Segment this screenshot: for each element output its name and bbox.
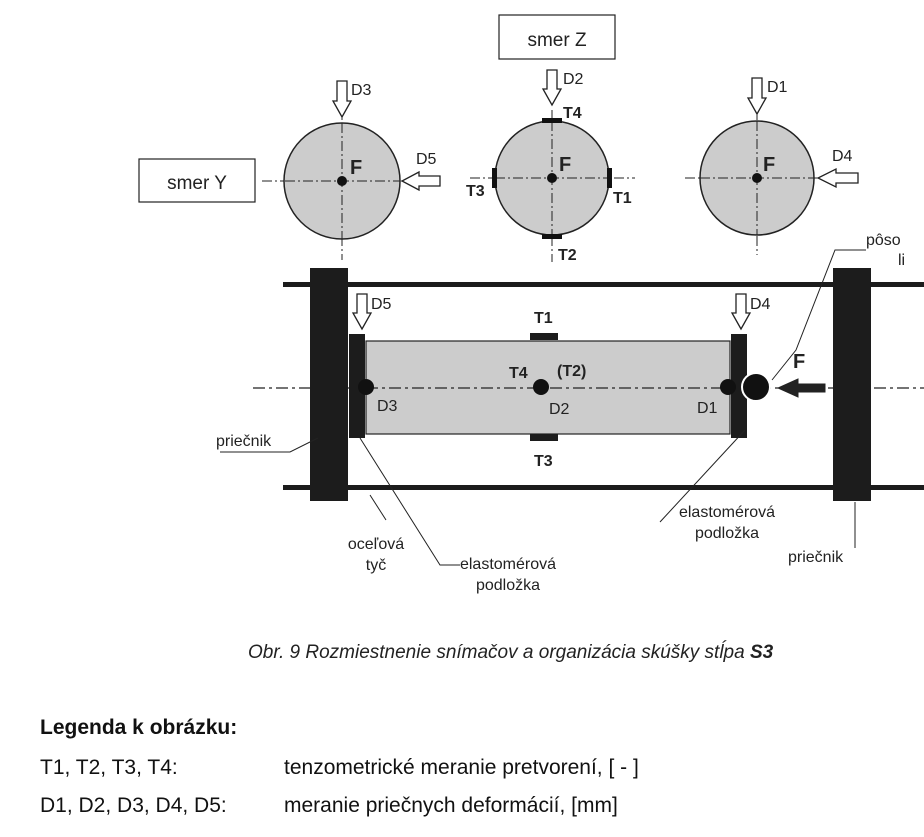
- elast-right-leader: [659, 429, 746, 523]
- crossbeam-left: [310, 268, 348, 501]
- end-plate-left: [349, 334, 365, 438]
- steel-rod-bottom: [283, 485, 924, 490]
- d2-label-top: D2: [563, 71, 584, 88]
- priecnik-right-label: priečnik: [788, 549, 844, 566]
- load-ball: [741, 372, 771, 402]
- d5-arrow-icon: [400, 170, 441, 192]
- elast-left-leader: [359, 437, 460, 566]
- d3-arrow-icon: [331, 80, 353, 119]
- legend-desc: meranie priečnych deformácií, [mm]: [284, 794, 618, 817]
- elast-left-label-2: podložka: [476, 577, 540, 594]
- gauge-t3-section: [492, 168, 497, 188]
- d1-label-elevation: D1: [697, 400, 718, 417]
- d5-label-top: D5: [416, 151, 437, 168]
- force-label-elevation: F: [793, 351, 805, 373]
- d1-arrow-icon: [746, 77, 768, 116]
- ocelova-leader: [369, 494, 387, 521]
- gauge-t2-section: [542, 234, 562, 239]
- force-arrow-icon: [776, 378, 826, 398]
- elast-right-label-2: podložka: [695, 525, 759, 542]
- steel-rod-top: [283, 282, 924, 287]
- direction-y-label: smer Y: [167, 173, 227, 194]
- t4-label-section: T4: [563, 105, 582, 122]
- force-label-left: F: [350, 157, 362, 179]
- gauge-t3-elevation: [530, 434, 558, 441]
- cross-section-middle: F T4 T2 T3 T1 D2: [466, 69, 635, 264]
- sensor-d2-point: [533, 379, 549, 395]
- legend-key: T1, T2, T3, T4:: [40, 756, 178, 779]
- t2-paren-label: (T2): [557, 363, 586, 380]
- t1-label-section: T1: [613, 190, 632, 207]
- force-point-left: [337, 176, 347, 186]
- direction-y-box: smer Y: [138, 158, 256, 203]
- d4-arrow-elevation-icon: [730, 293, 752, 331]
- t1-label-elevation: T1: [534, 310, 553, 327]
- direction-z-box: smer Z: [498, 14, 616, 60]
- test-setup-diagram: smer Z smer Y F D3 D5 F T4 T2 T3: [138, 14, 924, 594]
- priecnik-left-label: priečnik: [216, 433, 272, 450]
- priecnik-left-leader: [220, 437, 319, 453]
- caption-text: Obr. 9 Rozmiestnenie snímačov a organizá…: [248, 642, 750, 663]
- load-line-label-2: li: [898, 252, 905, 269]
- gauge-t1-section: [607, 168, 612, 188]
- d2-label-elevation: D2: [549, 401, 570, 418]
- legend-title: Legenda k obrázku:: [40, 716, 238, 739]
- d5-arrow-elevation-icon: [351, 293, 373, 331]
- d3-label-elevation: D3: [377, 398, 398, 415]
- legend-row-deformation: D1, D2, D3, D4, D5: meranie priečnych def…: [40, 794, 618, 818]
- d2-arrow-icon: [541, 69, 563, 107]
- d3-label-top: D3: [351, 82, 372, 99]
- force-label-middle: F: [559, 154, 571, 176]
- load-line-leader: [771, 249, 866, 381]
- force-point-middle: [547, 173, 557, 183]
- crossbeam-right: [833, 268, 871, 501]
- caption-specimen: S3: [749, 642, 774, 663]
- legend-key: D1, D2, D3, D4, D5:: [40, 794, 227, 817]
- gauge-t1-elevation: [530, 333, 558, 340]
- elast-left-label-1: elastomérová: [460, 556, 556, 573]
- cross-section-left: F D3 D5: [262, 80, 441, 260]
- ocelova-label-2: tyč: [366, 557, 386, 574]
- ocelova-label-1: oceľová: [348, 536, 404, 553]
- d4-arrow-icon: [816, 167, 859, 189]
- load-line-label-1: pôso: [866, 232, 901, 249]
- d4-label-elevation: D4: [750, 296, 771, 313]
- elast-right-label-1: elastomérová: [679, 504, 775, 521]
- d5-label-elevation: D5: [371, 296, 392, 313]
- legend-row-strain: T1, T2, T3, T4: tenzometrické meranie pre…: [40, 756, 639, 780]
- t3-label-section: T3: [466, 183, 485, 200]
- end-plate-right: [731, 334, 747, 438]
- d1-label-top: D1: [767, 79, 788, 96]
- figure-caption: Obr. 9 Rozmiestnenie snímačov a organizá…: [248, 642, 773, 664]
- d4-label-top: D4: [832, 148, 853, 165]
- t2-label-section: T2: [558, 247, 577, 264]
- legend-desc: tenzometrické meranie pretvorení, [ - ]: [284, 756, 639, 779]
- gauge-t4-section: [542, 118, 562, 123]
- elevation-view: T1 T3 T4 (T2) D3 D2 D1 D5 D4 F pôso li p…: [216, 232, 924, 594]
- force-label-right: F: [763, 154, 775, 176]
- cross-section-right: F D1 D4: [685, 77, 859, 255]
- sensor-d3-point: [358, 379, 374, 395]
- sensor-d1-point: [720, 379, 736, 395]
- force-point-right: [752, 173, 762, 183]
- t3-label-elevation: T3: [534, 453, 553, 470]
- direction-z-label: smer Z: [527, 30, 587, 51]
- t4-label-elevation: T4: [509, 365, 528, 382]
